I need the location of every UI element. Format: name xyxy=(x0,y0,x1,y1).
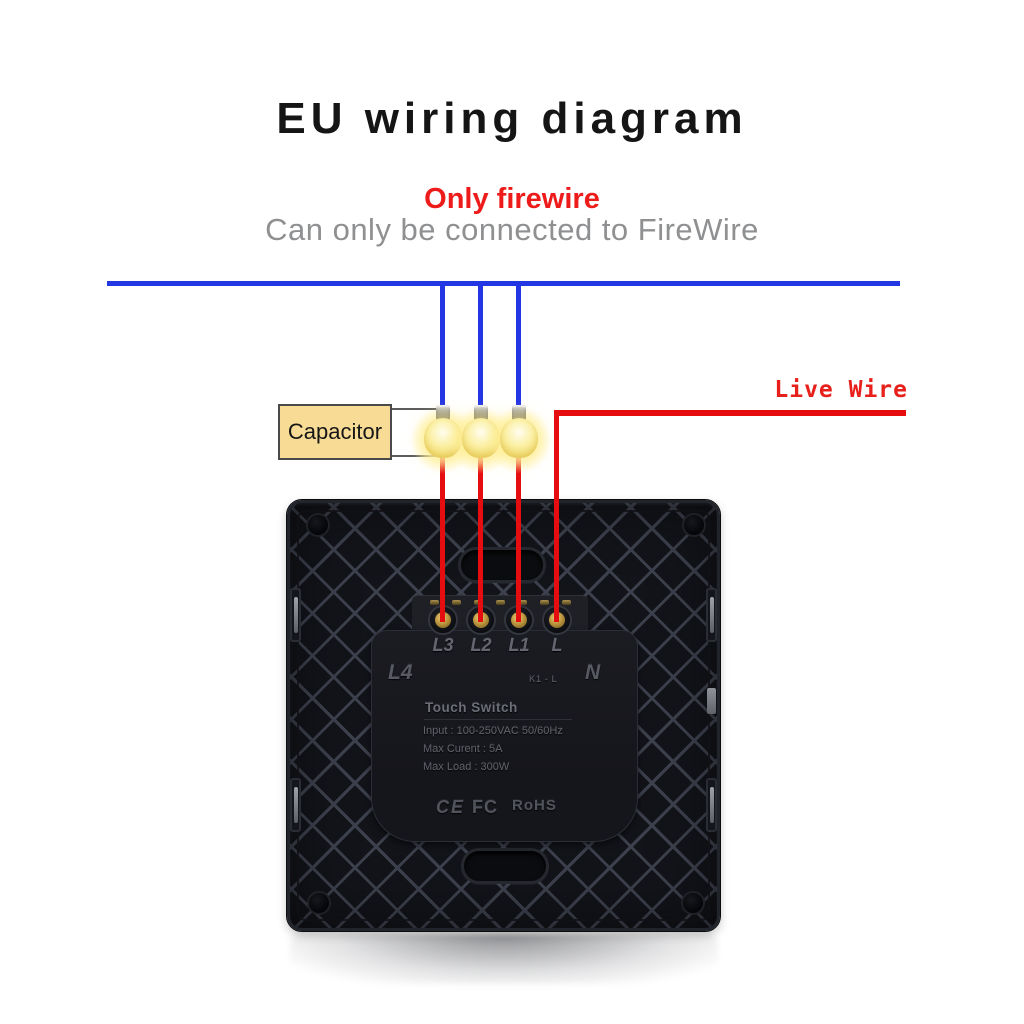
subheadline-connection-note: Can only be connected to FireWire xyxy=(265,212,759,247)
terminal-label-l1: L1 xyxy=(508,635,530,655)
terminal-screw-glint xyxy=(562,600,571,605)
neutral-wire-drop-3 xyxy=(516,283,521,409)
bulb-screw-base xyxy=(512,405,526,421)
mounting-clip xyxy=(706,588,717,642)
ce-mark-icon: CE xyxy=(436,797,466,817)
screw-hole xyxy=(306,513,330,537)
live-wire-drop-l xyxy=(554,410,559,622)
spec-max-load: Max Load : 300W xyxy=(423,761,510,773)
spec-input: Input : 100-250VAC 50/60Hz xyxy=(423,725,563,737)
bulb-screw-base xyxy=(474,405,488,421)
diagram-title: EU wiring diagram xyxy=(276,94,748,143)
terminal-label-l: L xyxy=(551,635,563,655)
capacitor-lead-top xyxy=(392,408,440,410)
clip-metal xyxy=(294,787,298,823)
plate-divider-line xyxy=(424,719,572,720)
mounting-clip xyxy=(290,588,301,642)
terminal-screw-glint xyxy=(496,600,505,605)
mounting-slot-top xyxy=(458,547,546,583)
mounting-clip xyxy=(706,778,717,832)
terminal-screw-glint xyxy=(452,600,461,605)
terminal-screw-glint xyxy=(540,600,549,605)
screw-hole xyxy=(307,891,331,915)
live-wire-label: Live Wire xyxy=(774,377,908,403)
rohs-mark-icon: RoHS xyxy=(512,797,557,814)
neutral-wire-bus xyxy=(107,281,900,286)
screw-hole xyxy=(681,891,705,915)
panel-inner-frame xyxy=(297,510,710,921)
switch-module-plate xyxy=(371,630,638,842)
mounting-slot-bottom xyxy=(461,848,549,884)
mounting-clip xyxy=(290,778,301,832)
terminal-label-l3: L3 xyxy=(432,635,454,655)
terminal-label-l4: L4 xyxy=(388,661,413,684)
load-wire-l1 xyxy=(516,454,521,622)
screw-hole xyxy=(682,513,706,537)
headline-only-firewire: Only firewire xyxy=(424,183,600,215)
spec-max-current: Max Curent : 5A xyxy=(423,743,503,755)
live-wire-feed xyxy=(554,410,906,416)
terminal-label-n: N xyxy=(585,661,601,684)
terminal-screw-glint xyxy=(518,600,527,605)
terminal-label-l2: L2 xyxy=(470,635,492,655)
clip-metal xyxy=(710,597,714,633)
panel-reflection xyxy=(290,934,718,984)
capacitor-box: Capacitor xyxy=(278,404,392,460)
load-wire-l3 xyxy=(440,454,445,622)
clip-metal xyxy=(294,597,298,633)
neutral-wire-drop-1 xyxy=(440,283,445,409)
spec-list: Input : 100-250VAC 50/60Hz Max Curent : … xyxy=(423,722,593,776)
clip-metal xyxy=(710,787,714,823)
terminal-screw-glint xyxy=(430,600,439,605)
channel-label: K1 - L xyxy=(529,674,558,685)
fcc-mark-icon: FC xyxy=(472,797,498,817)
neutral-wire-drop-2 xyxy=(478,283,483,409)
product-name: Touch Switch xyxy=(425,700,518,715)
capacitor-label: Capacitor xyxy=(287,419,383,444)
load-wire-l2 xyxy=(478,454,483,622)
light-bulb-3 xyxy=(487,400,551,473)
bulb-screw-base xyxy=(436,405,450,421)
bulb-glass xyxy=(500,418,538,458)
side-release-tab xyxy=(707,688,716,714)
